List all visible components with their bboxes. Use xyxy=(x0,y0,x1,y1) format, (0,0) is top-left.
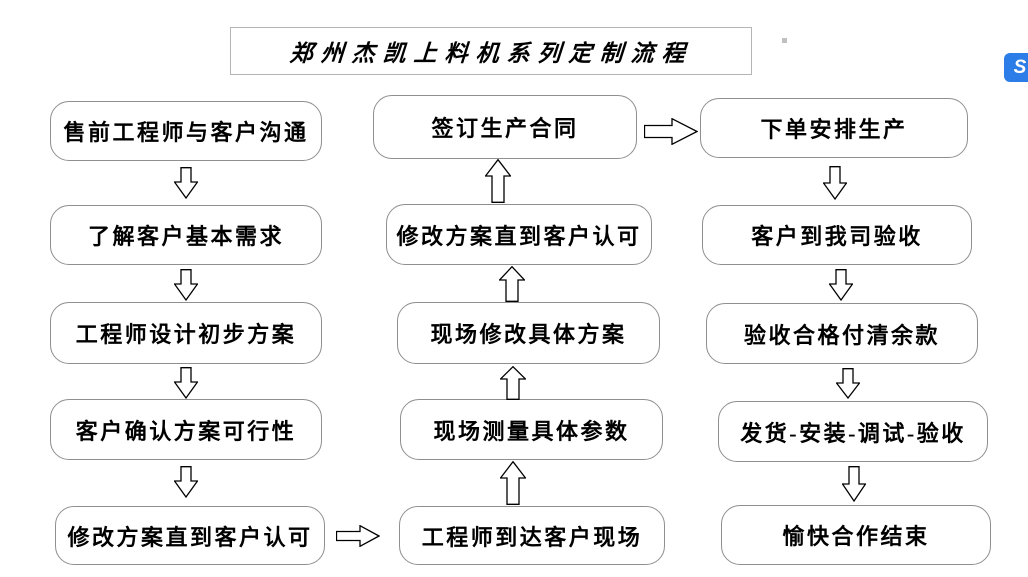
down-arrow-icon xyxy=(836,368,860,399)
s-logo-icon: S xyxy=(1013,57,1027,78)
speck-artifact xyxy=(782,38,787,43)
down-arrow-icon xyxy=(829,269,853,301)
up-arrow-icon xyxy=(485,159,511,203)
up-arrow-icon xyxy=(500,366,526,400)
flow-step-right-3: 验收合格付清余款 xyxy=(706,303,978,364)
up-arrow-icon xyxy=(499,266,525,302)
down-arrow-icon xyxy=(174,167,198,199)
floating-app-icon[interactable]: S xyxy=(1004,53,1028,82)
up-arrow-icon xyxy=(500,461,526,505)
down-arrow-icon xyxy=(174,466,198,498)
flow-step-right-2: 客户到我司验收 xyxy=(702,205,972,265)
diagram-title: 郑州杰凯上料机系列定制流程 xyxy=(288,41,694,66)
flow-step-middle-4: 现场测量具体参数 xyxy=(400,399,663,460)
flow-step-right-1: 下单安排生产 xyxy=(700,98,968,158)
right-arrow-icon xyxy=(644,118,698,145)
down-arrow-icon xyxy=(842,466,866,502)
flow-step-middle-1: 签订生产合同 xyxy=(373,95,637,159)
flow-step-right-5: 愉快合作结束 xyxy=(721,505,991,565)
right-arrow-icon xyxy=(336,525,380,547)
flow-step-left-4: 客户确认方案可行性 xyxy=(50,399,322,460)
flow-step-left-1: 售前工程师与客户沟通 xyxy=(50,101,322,161)
down-arrow-icon xyxy=(823,166,847,200)
flow-step-middle-5: 工程师到达客户现场 xyxy=(399,506,665,565)
down-arrow-icon xyxy=(174,367,198,399)
flow-step-left-2: 了解客户基本需求 xyxy=(50,205,322,265)
down-arrow-icon xyxy=(174,269,198,301)
flow-step-right-4: 发货-安装-调试-验收 xyxy=(718,401,988,462)
flow-step-middle-2: 修改方案直到客户认可 xyxy=(386,204,652,265)
flow-step-left-5: 修改方案直到客户认可 xyxy=(55,506,325,565)
flow-step-middle-3: 现场修改具体方案 xyxy=(397,302,660,364)
diagram-title-box: 郑州杰凯上料机系列定制流程 xyxy=(230,27,752,75)
flow-step-left-3: 工程师设计初步方案 xyxy=(50,302,322,364)
